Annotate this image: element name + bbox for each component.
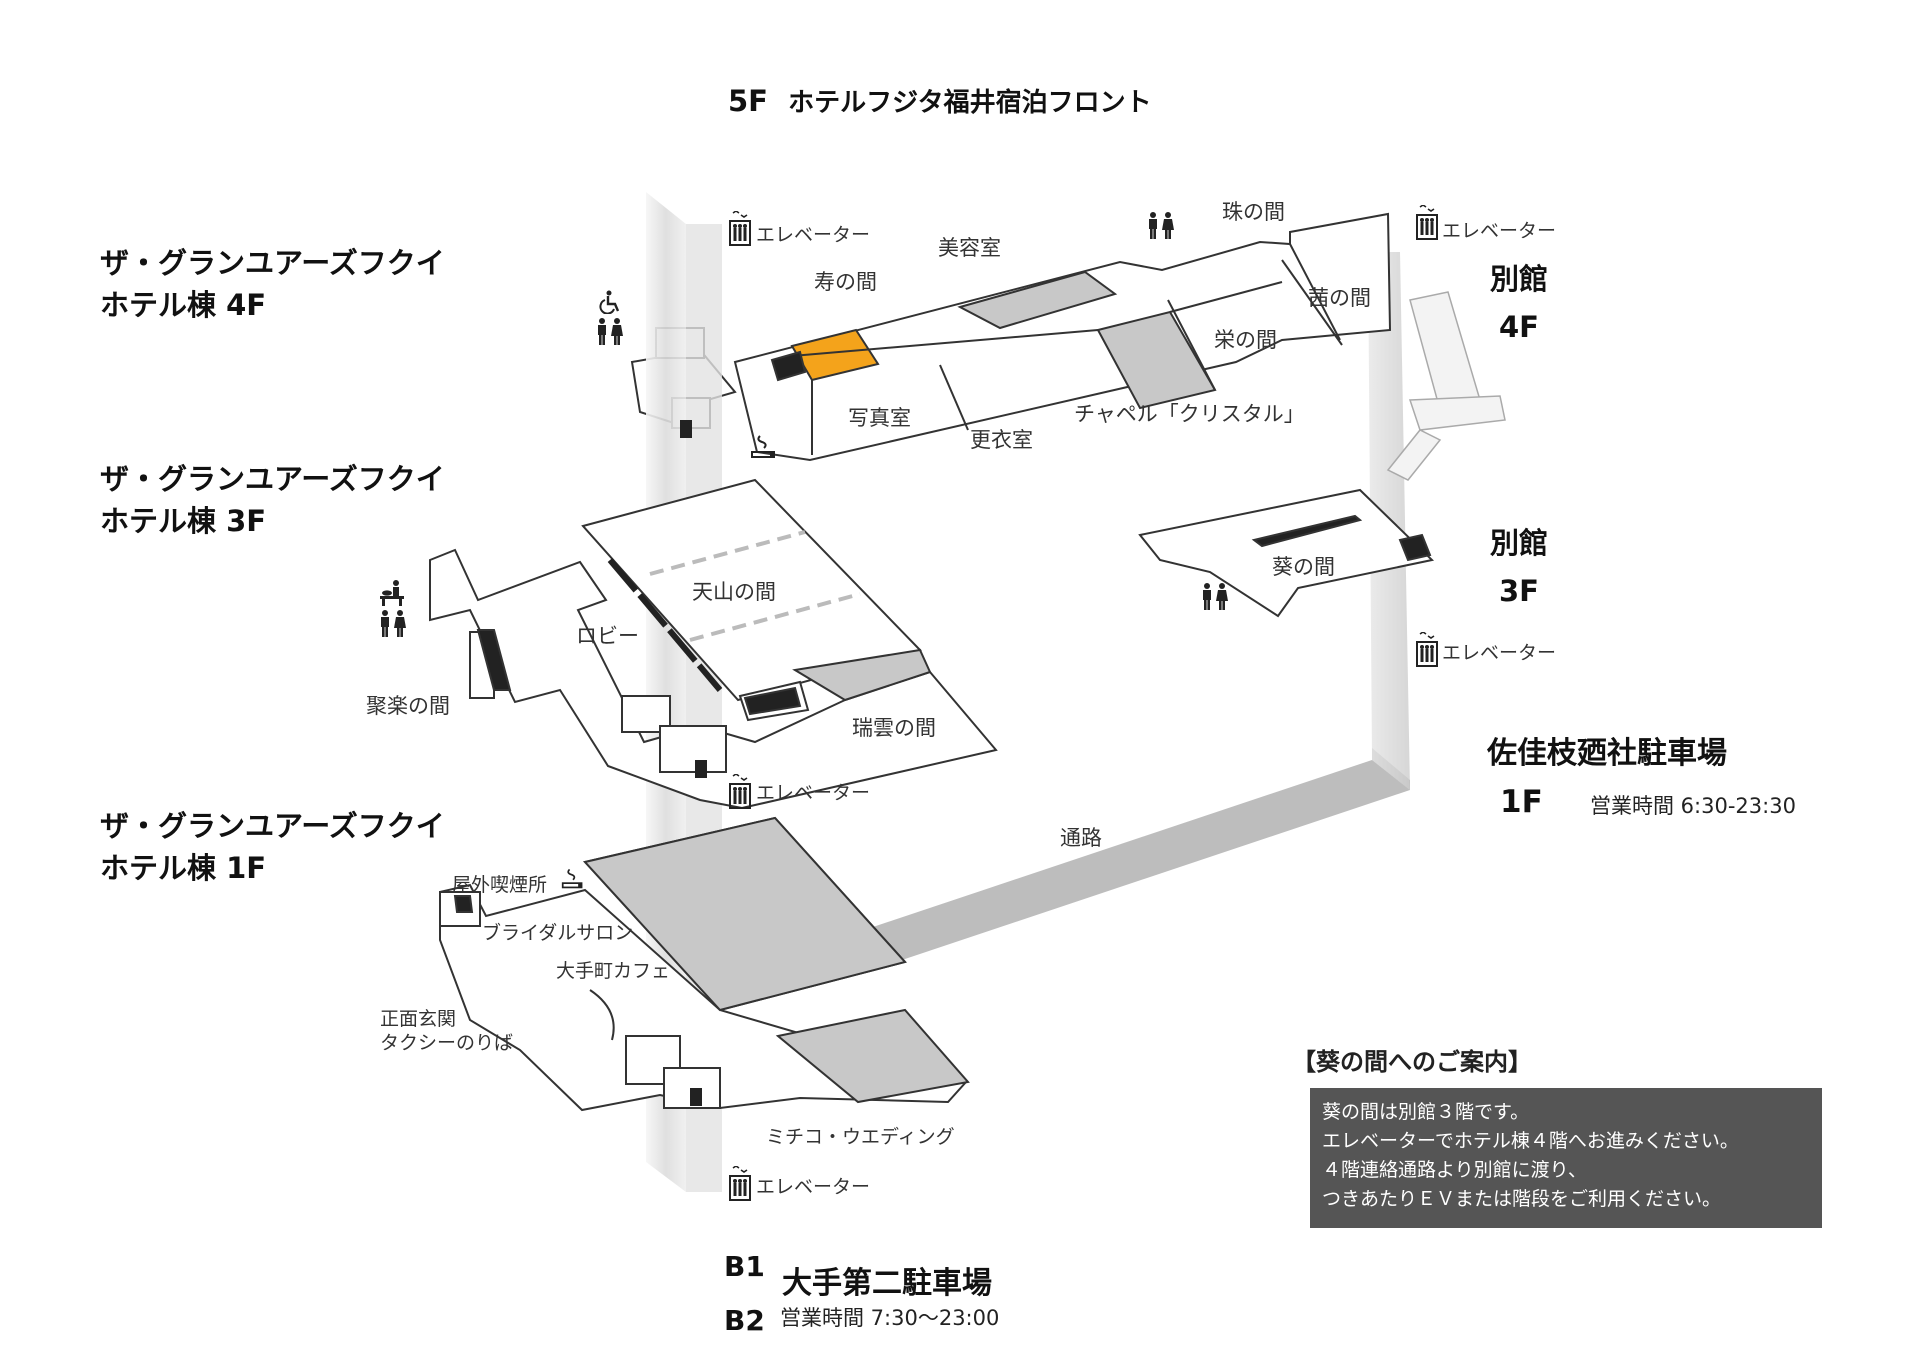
parking-north-name: 佐佳枝廼社駐車場 — [1487, 736, 1727, 771]
room-kotobuki: 寿の間 — [814, 270, 877, 294]
annex-staircase — [1386, 291, 1506, 481]
room-akane: 茜の間 — [1308, 286, 1371, 310]
header-title: ホテルフジタ福井宿泊フロント — [788, 88, 1152, 118]
wing-4f-line2: ホテル棟 4F — [100, 288, 267, 322]
wing-1f-label: ザ・グランユアーズフクイ ホテル棟 1F — [100, 805, 445, 889]
connecting-corridor — [858, 748, 1410, 962]
elevator-icon — [1416, 631, 1438, 672]
parking-north-floor: 1F — [1500, 784, 1543, 820]
restroom-icon — [595, 318, 625, 350]
parking-south-b2: B2 — [724, 1304, 765, 1337]
room-bridal: ブライダルサロン — [482, 922, 634, 944]
wing-1f-line2: ホテル棟 1F — [100, 851, 267, 885]
smoking-icon — [750, 432, 778, 464]
room-tenzan: 天山の間 — [692, 580, 776, 604]
guide-title: 【葵の間へのご案内】 — [1292, 1047, 1532, 1076]
wing-4f-line1: ザ・グランユアーズフクイ — [100, 246, 445, 280]
annex-4f-label: 別館 4F — [1490, 258, 1548, 348]
floor-1f-plan — [439, 816, 970, 1112]
elevator-icon — [729, 210, 751, 251]
room-cafe: 大手町カフェ — [556, 960, 671, 982]
annex-3f-label: 別館 3F — [1490, 522, 1548, 612]
wing-4f-label: ザ・グランユアーズフクイ ホテル棟 4F — [100, 242, 445, 326]
room-entrance-2: タクシーのりば — [380, 1032, 514, 1054]
room-chapel: チャペル「クリスタル」 — [1074, 402, 1305, 426]
annex-3f-floor: 3F — [1499, 574, 1539, 608]
annex-3f-plan — [1138, 488, 1435, 618]
elevator-cores — [680, 420, 707, 1106]
room-tama: 珠の間 — [1222, 200, 1285, 224]
room-biyoushitsu: 美容室 — [938, 236, 1001, 260]
wheelchair-icon — [598, 290, 622, 318]
room-sakae: 栄の間 — [1214, 328, 1277, 352]
room-tsuro: 通路 — [1060, 826, 1102, 850]
annex-3f-name: 別館 — [1490, 526, 1549, 560]
elevator-label: エレベーター — [756, 1176, 871, 1198]
elevator-label: エレベーター — [756, 782, 871, 804]
wing-3f-label: ザ・グランユアーズフクイ ホテル棟 3F — [100, 458, 445, 542]
room-zuiun: 瑞雲の間 — [852, 716, 936, 740]
restroom-icon — [1200, 583, 1230, 615]
guide-line-1: 葵の間は別館３階です。 — [1322, 1101, 1530, 1123]
guide-box: 葵の間は別館３階です。 エレベーターでホテル棟４階へお進みください。 ４階連絡通… — [1310, 1088, 1822, 1228]
floor-3f-plan — [429, 478, 998, 810]
parking-north-hours: 営業時間 6:30-23:30 — [1590, 794, 1796, 818]
room-lobby: ロビー — [576, 624, 639, 648]
parking-south-hours: 営業時間 7:30〜23:00 — [780, 1306, 1000, 1330]
elevator-icon — [1416, 204, 1438, 245]
wing-1f-line1: ザ・グランユアーズフクイ — [100, 809, 445, 843]
room-shashinshitsu: 写真室 — [848, 406, 911, 430]
elevator-label: エレベーター — [1442, 642, 1557, 664]
restroom-icon — [1146, 212, 1176, 244]
wing-3f-line2: ホテル棟 3F — [100, 504, 267, 538]
room-michiko: ミチコ・ウエディング — [766, 1126, 955, 1148]
room-entrance-1: 正面玄関 — [380, 1008, 457, 1030]
room-smoking: 屋外喫煙所 — [452, 874, 548, 896]
smoking-icon — [560, 866, 586, 894]
elevator-label: エレベーター — [1442, 220, 1557, 242]
restroom-icon — [378, 610, 408, 642]
wing-3f-line1: ザ・グランユアーズフクイ — [100, 462, 445, 496]
annex-4f-floor: 4F — [1499, 310, 1539, 344]
parking-south-b1: B1 — [724, 1250, 765, 1283]
parking-south-name: 大手第二駐車場 — [782, 1266, 992, 1301]
room-juraku: 聚楽の間 — [366, 694, 450, 718]
baby-care-icon — [378, 580, 406, 610]
elevator-label: エレベーター — [756, 224, 871, 246]
floor-4f-plan — [733, 212, 1392, 462]
header-floor: 5F — [728, 84, 768, 118]
elevator-icon — [729, 1165, 751, 1206]
guide-line-4: つきあたりＥＶまたは階段をご利用ください。 — [1322, 1188, 1722, 1210]
room-aoi: 葵の間 — [1272, 555, 1335, 579]
guide-line-2: エレベーターでホテル棟４階へお進みください。 — [1322, 1130, 1739, 1152]
annex-4f-name: 別館 — [1490, 262, 1549, 296]
room-kouishitsu: 更衣室 — [970, 428, 1033, 452]
guide-line-3: ４階連絡通路より別館に渡り、 — [1322, 1159, 1587, 1181]
elevator-icon — [729, 773, 751, 814]
